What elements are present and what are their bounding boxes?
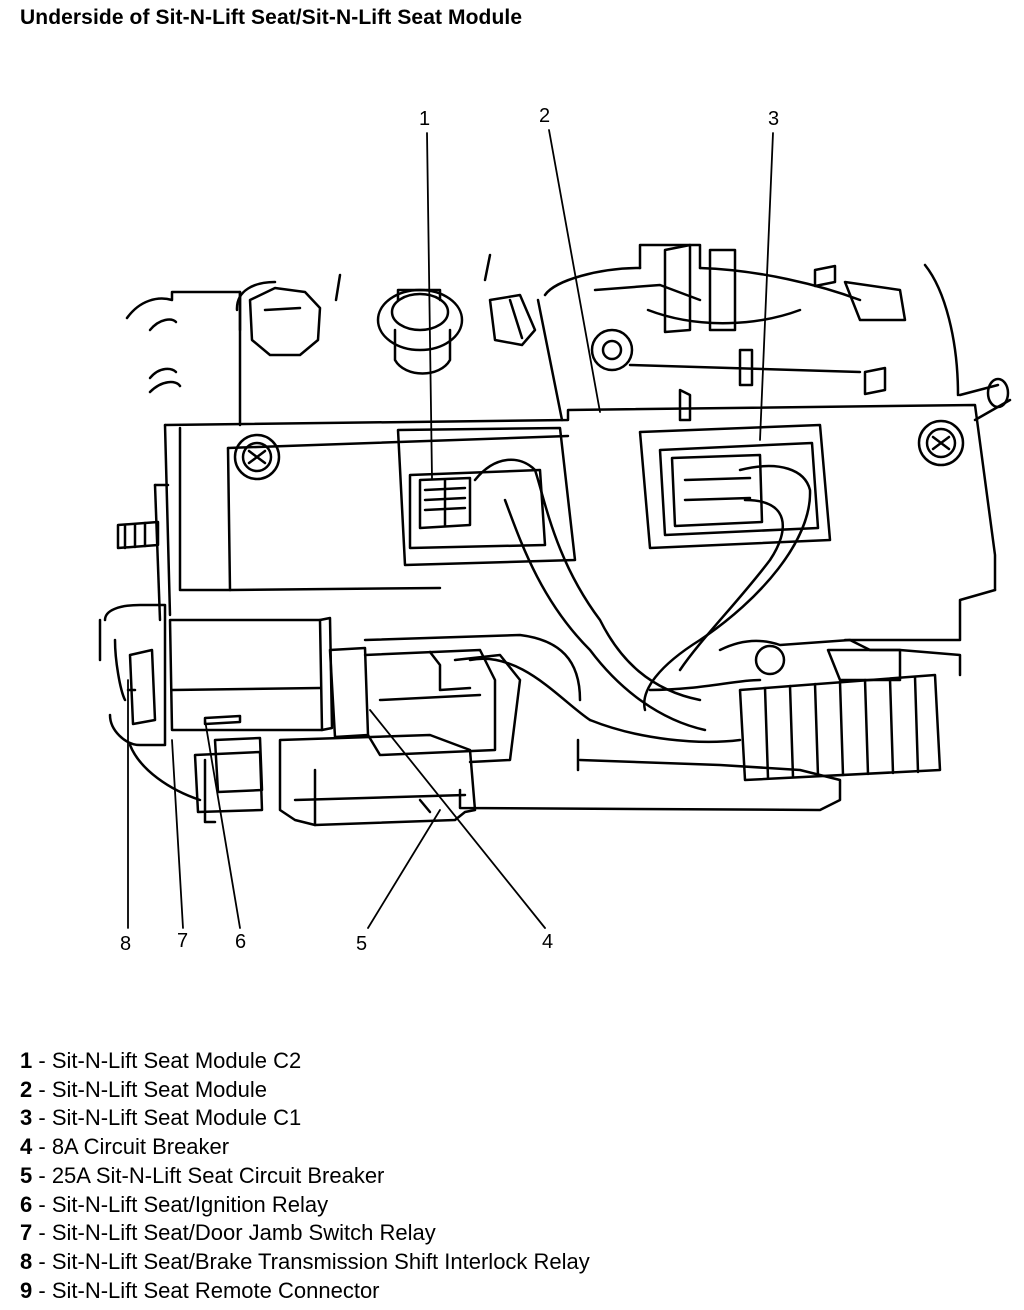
legend-item: 1 - Sit-N-Lift Seat Module C2 — [20, 1047, 590, 1076]
callout-7: 7 — [177, 930, 188, 952]
callout-6: 6 — [235, 931, 246, 953]
parts-legend: 1 - Sit-N-Lift Seat Module C2 2 - Sit-N-… — [20, 1047, 590, 1305]
legend-text: 8A Circuit Breaker — [51, 1134, 230, 1160]
leader-6 — [204, 719, 241, 929]
callout-2: 2 — [539, 105, 550, 127]
legend-number: 6 — [20, 1191, 33, 1217]
legend-number: 8 — [20, 1248, 33, 1274]
legend-number: 1 — [20, 1048, 33, 1073]
leader-3 — [759, 132, 774, 441]
legend-text: Sit-N-Lift Seat/Door Jamb Switch Relay — [51, 1220, 436, 1246]
leader-lines — [127, 129, 774, 929]
connector-c2 — [396, 426, 577, 567]
diagram-title: Underside of Sit-N-Lift Seat/Sit-N-Lift … — [20, 6, 523, 29]
legend-text: Sit-N-Lift Seat Module C2 — [51, 1048, 302, 1073]
legend-separator: - — [32, 1220, 52, 1246]
callout-5: 5 — [356, 933, 367, 955]
callout-8: 8 — [120, 933, 131, 955]
bolt-round — [376, 288, 464, 375]
screw-left — [233, 433, 281, 481]
legend-text: Sit-N-Lift Seat/Brake Transmission Shift… — [51, 1248, 590, 1274]
wire-harness — [468, 458, 812, 744]
upper-right-bracket — [590, 243, 907, 422]
legend-text: Sit-N-Lift Seat Module C1 — [51, 1105, 302, 1131]
legend-item: 8 - Sit-N-Lift Seat/Brake Transmission S… — [20, 1248, 590, 1277]
legend-number: 5 — [20, 1162, 33, 1188]
legend-item: 4 - 8A Circuit Breaker — [20, 1133, 590, 1162]
legend-separator: - — [32, 1191, 52, 1217]
seat-underside-illustration: 1 2 3 4 5 6 7 8 — [98, 105, 1012, 955]
legend-separator: - — [32, 1048, 52, 1073]
legend-separator: - — [32, 1134, 52, 1160]
screw-right — [917, 419, 965, 467]
legend-item: 5 - 25A Sit-N-Lift Seat Circuit Breaker — [20, 1162, 590, 1191]
legend-item: 3 - Sit-N-Lift Seat Module C1 — [20, 1104, 590, 1133]
legend-separator: - — [32, 1248, 52, 1274]
breaker-25a — [278, 733, 477, 827]
legend-text: Sit-N-Lift Seat Remote Connector — [51, 1277, 380, 1303]
relay-housing-large — [168, 616, 334, 732]
leader-4 — [369, 709, 546, 929]
callout-4: 4 — [542, 931, 553, 953]
seat-frame — [125, 243, 1012, 427]
legend-item: 2 - Sit-N-Lift Seat Module — [20, 1076, 590, 1105]
legend-separator: - — [32, 1076, 52, 1102]
legend-text: 25A Sit-N-Lift Seat Circuit Breaker — [51, 1162, 385, 1188]
legend-item: 9 - Sit-N-Lift Seat Remote Connector — [20, 1277, 590, 1306]
breaker-8a — [328, 646, 522, 764]
legend-separator: - — [32, 1105, 52, 1131]
stud — [116, 520, 160, 550]
legend-number: 4 — [20, 1134, 33, 1160]
callout-1: 1 — [419, 108, 430, 130]
remote-connector — [98, 603, 202, 802]
bolt-hex — [248, 286, 322, 357]
legend-separator: - — [32, 1162, 52, 1188]
legend-item: 7 - Sit-N-Lift Seat/Door Jamb Switch Rel… — [20, 1219, 590, 1248]
leader-1 — [426, 132, 433, 479]
relay-small — [193, 736, 264, 824]
leader-7 — [171, 739, 184, 929]
legend-number: 3 — [20, 1105, 33, 1131]
legend-number: 9 — [20, 1277, 33, 1303]
callout-3: 3 — [768, 108, 779, 130]
legend-text: Sit-N-Lift Seat Module — [51, 1076, 268, 1102]
seat-module-housing — [153, 403, 997, 642]
legend-text: Sit-N-Lift Seat/Ignition Relay — [51, 1191, 329, 1217]
legend-separator: - — [32, 1277, 52, 1303]
leader-5 — [367, 809, 441, 929]
bracket — [488, 293, 537, 347]
corrugated-conduit — [738, 673, 942, 782]
legend-number: 2 — [20, 1076, 33, 1102]
legend-item: 6 - Sit-N-Lift Seat/Ignition Relay — [20, 1191, 590, 1220]
leader-2 — [548, 129, 601, 413]
lower-bracket-plate — [363, 633, 962, 812]
legend-number: 7 — [20, 1220, 33, 1246]
